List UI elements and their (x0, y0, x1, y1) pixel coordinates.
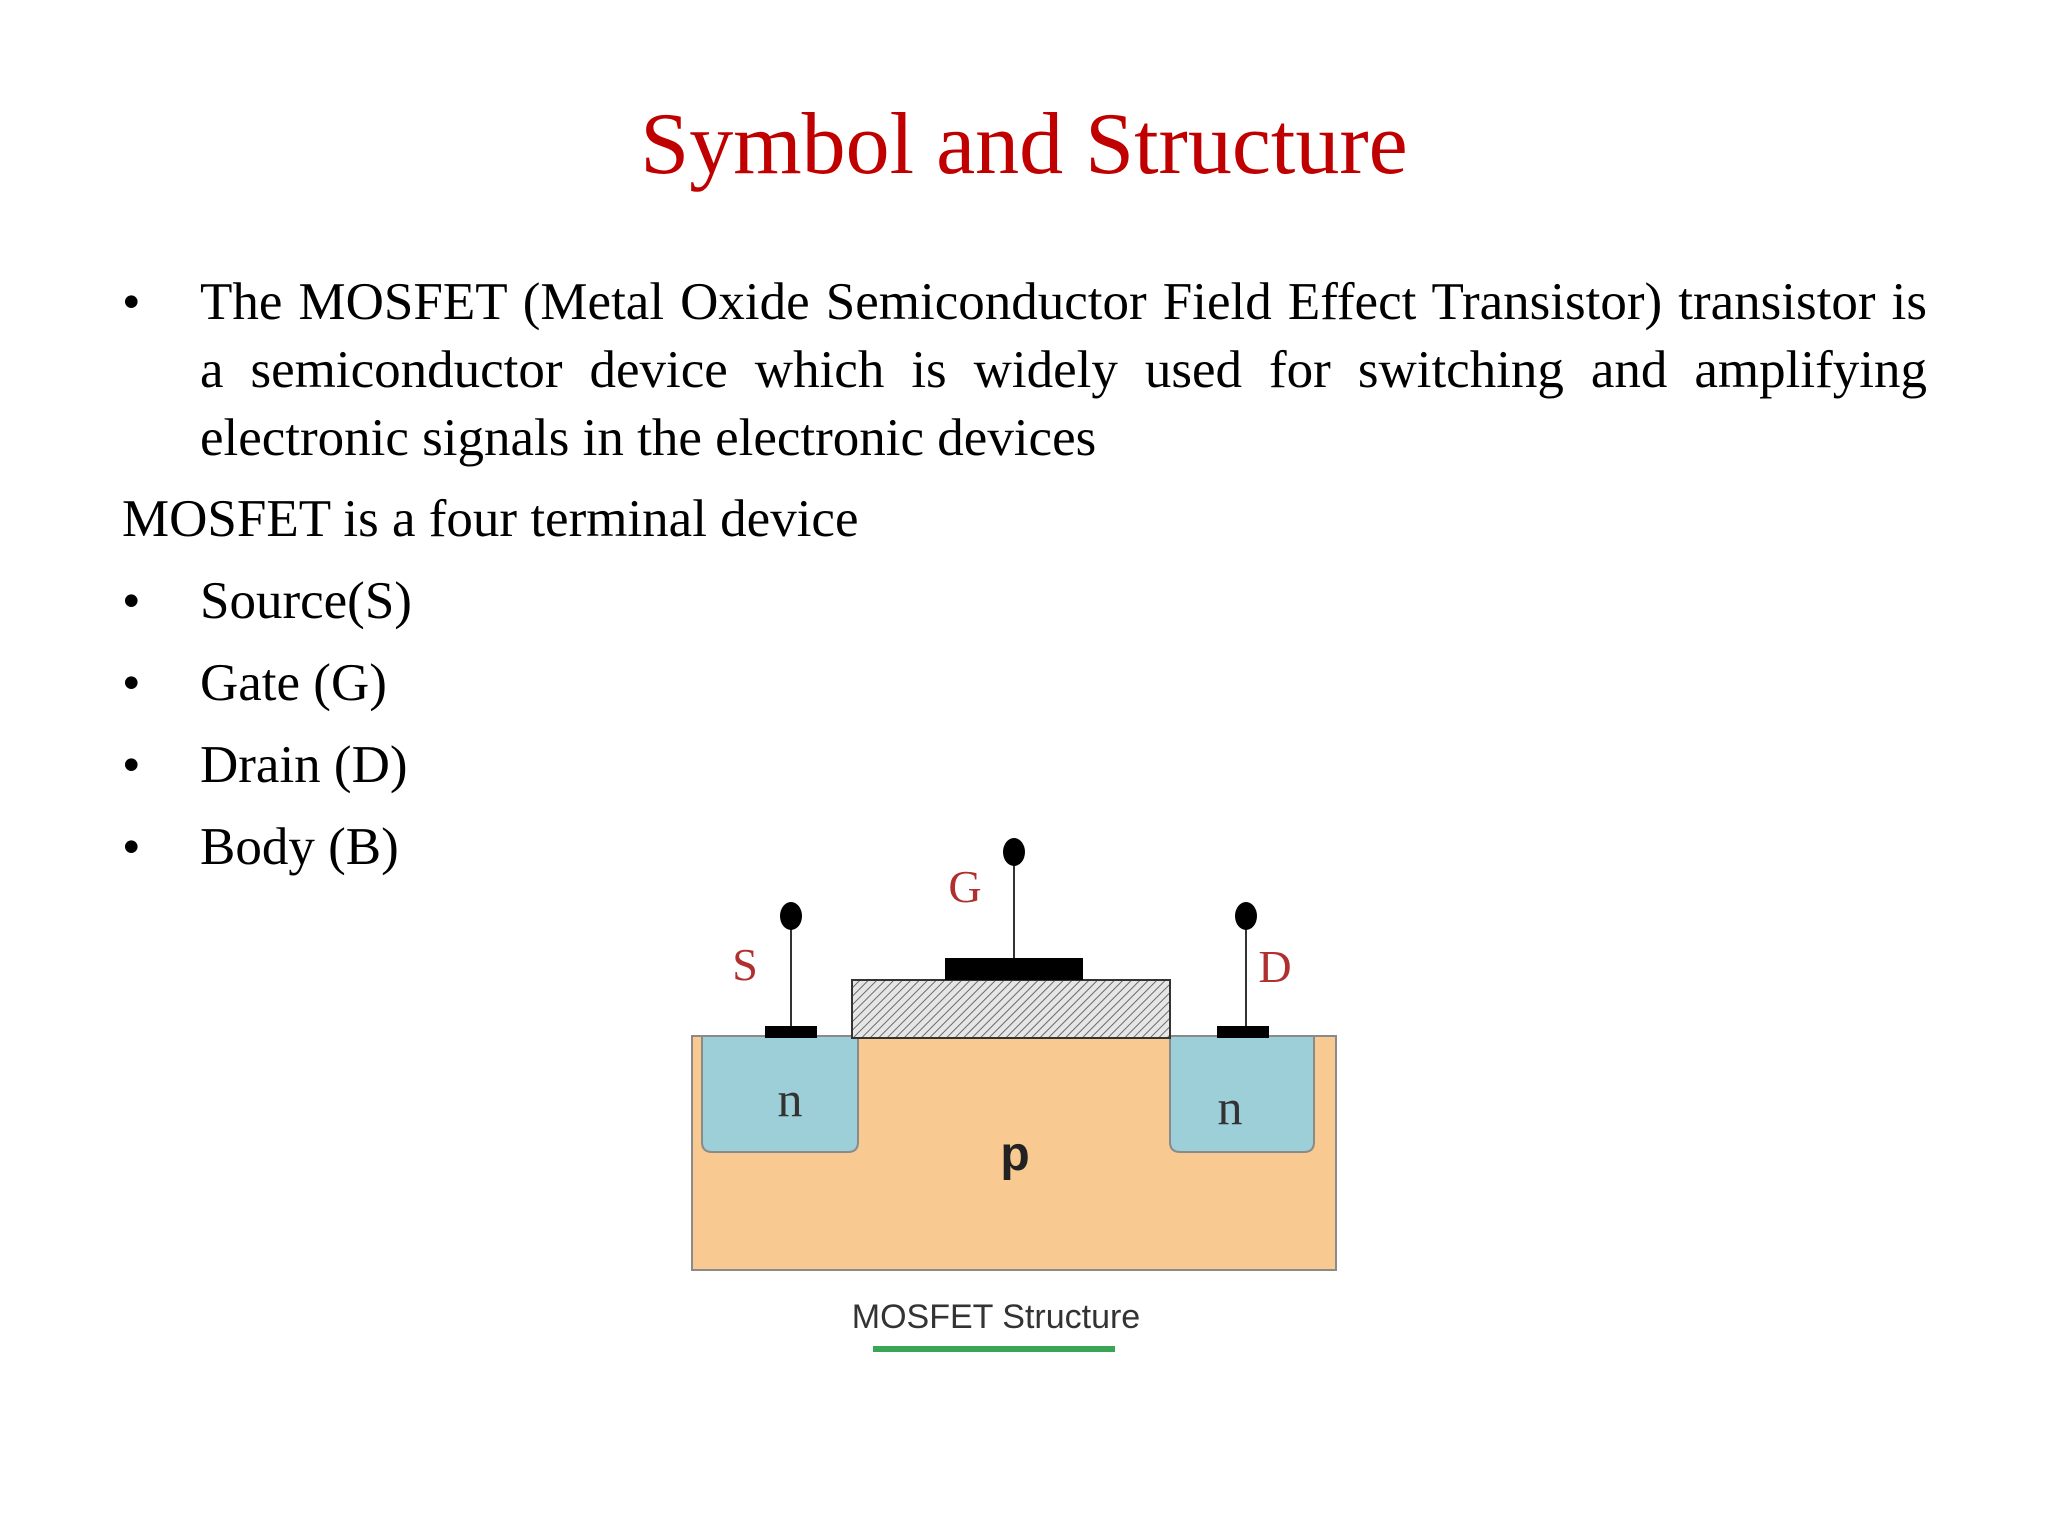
bullet-dot: • (122, 736, 141, 794)
terminal-item-label: Gate (G) (200, 654, 387, 712)
terminal-item-label: Drain (D) (200, 736, 408, 794)
p-substrate-label: p (1000, 1128, 1029, 1181)
drain-contact (1217, 1026, 1269, 1038)
bullet-dot: • (122, 818, 141, 876)
slide-title: Symbol and Structure (640, 96, 1408, 193)
bullet-dot: • (122, 572, 141, 630)
source-contact (765, 1026, 817, 1038)
mosfet-structure-diagram: S G D n n p MOSFET Structure (691, 838, 1337, 1352)
intro-bullet: • The MOSFET (Metal Oxide Semiconductor … (122, 268, 1927, 472)
gate-metal (945, 958, 1083, 980)
terminal-item-label: Body (B) (200, 818, 399, 876)
terminal-item-label: Source(S) (200, 572, 412, 630)
bullet-dot: • (122, 273, 141, 331)
diagram-caption: MOSFET Structure (852, 1298, 1140, 1336)
bullet-dot: • (122, 654, 141, 712)
n-region-drain (1169, 1035, 1315, 1153)
terminal-heading: MOSFET is a four terminal device (122, 490, 859, 548)
drain-label: D (1258, 941, 1291, 992)
gate-label: G (948, 861, 981, 912)
slide-body: • The MOSFET (Metal Oxide Semiconductor … (122, 268, 1927, 881)
n-region-source-label: n (778, 1071, 803, 1127)
terminal-item-gate: • Gate (G) (122, 649, 1927, 717)
source-terminal-pin (780, 902, 802, 930)
n-region-source (701, 1035, 859, 1153)
caption-underline (873, 1346, 1115, 1352)
n-region-drain-label: n (1218, 1079, 1243, 1135)
drain-terminal-pin (1235, 902, 1257, 930)
source-label: S (732, 939, 758, 990)
terminal-item-drain: • Drain (D) (122, 731, 1927, 799)
terminal-item-source: • Source(S) (122, 567, 1927, 635)
terminal-item-body: • Body (B) (122, 813, 1927, 881)
gate-terminal-pin (1003, 838, 1025, 866)
gate-oxide (851, 979, 1171, 1039)
intro-bullet-text: The MOSFET (Metal Oxide Semiconductor Fi… (200, 273, 1927, 467)
